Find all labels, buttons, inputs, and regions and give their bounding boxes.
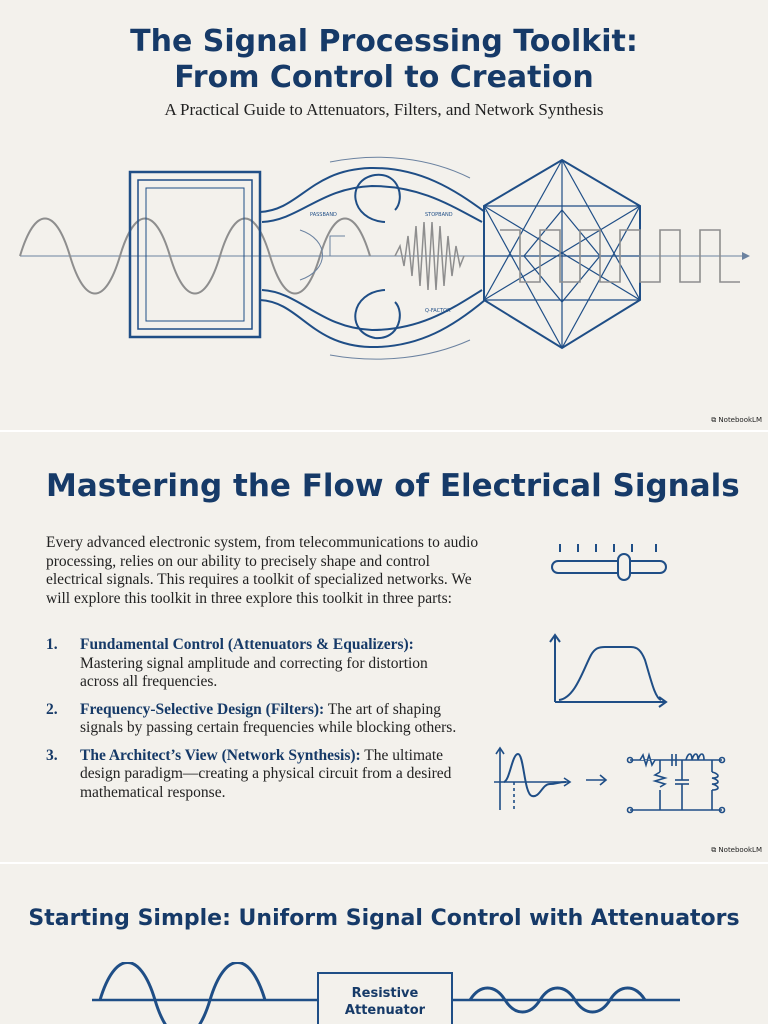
signal-transformation-illustration: PASSBAND STOPBAND Q-FACTOR (19, 156, 750, 360)
list-item: 1. Fundamental Control (Attenuators & Eq… (46, 636, 428, 690)
input-large-wave (98, 962, 267, 1024)
slide-title: Starting Simple: Uniform Signal Control … (28, 906, 740, 931)
axis-arrow-icon (742, 252, 750, 260)
chirp-burst (394, 221, 465, 291)
attenuator-frame (128, 170, 262, 339)
bandpass-response-icon (549, 633, 668, 708)
box-label-line-2: Attenuator (344, 1003, 426, 1018)
synthesis-circuit-icon (494, 746, 726, 814)
overview-slide: Mastering the Flow of Electrical Signals… (0, 432, 768, 864)
slide-title: The Signal Processing Toolkit: From Cont… (0, 24, 768, 96)
box-label-line-1: Resistive (351, 986, 419, 1001)
slide-subtitle: A Practical Guide to Attenuators, Filter… (164, 100, 604, 119)
passband-label: PASSBAND (310, 212, 337, 218)
intro-paragraph: Every advanced electronic system, from t… (46, 534, 479, 607)
toolkit-parts-list: 1. Fundamental Control (Attenuators & Eq… (46, 636, 466, 811)
slide-divider (0, 430, 768, 433)
title-line-2: From Control to Creation (174, 60, 594, 95)
title-slide: The Signal Processing Toolkit: From Cont… (0, 0, 768, 432)
attenuator-diagram (92, 962, 680, 1024)
filter-shape (259, 166, 486, 349)
list-item: 3. The Architect’s View (Network Synthes… (46, 746, 452, 801)
list-item: 2. Frequency-Selective Design (Filters):… (46, 700, 457, 737)
input-sine-wave (19, 217, 371, 295)
slider-icon (551, 544, 667, 581)
output-small-wave (468, 986, 647, 1014)
synthesis-network-hexagon (483, 158, 641, 350)
slide-title: Mastering the Flow of Electrical Signals (46, 468, 740, 504)
passband-step (310, 235, 345, 257)
flow-arrows (299, 156, 471, 360)
attenuator-slide: Starting Simple: Uniform Signal Control … (0, 864, 768, 1024)
stopband-label: STOPBAND (425, 212, 453, 218)
qfactor-label: Q-FACTOR (425, 308, 451, 314)
notebooklm-brand: ⧉ NotebookLM (711, 416, 762, 424)
output-square-wave (500, 229, 740, 283)
title-line-1: The Signal Processing Toolkit: (130, 24, 638, 59)
resistive-attenuator-box: Resistive Attenuator (317, 972, 453, 1024)
slide-divider (0, 862, 768, 865)
notebooklm-brand: ⧉ NotebookLM (711, 846, 762, 854)
